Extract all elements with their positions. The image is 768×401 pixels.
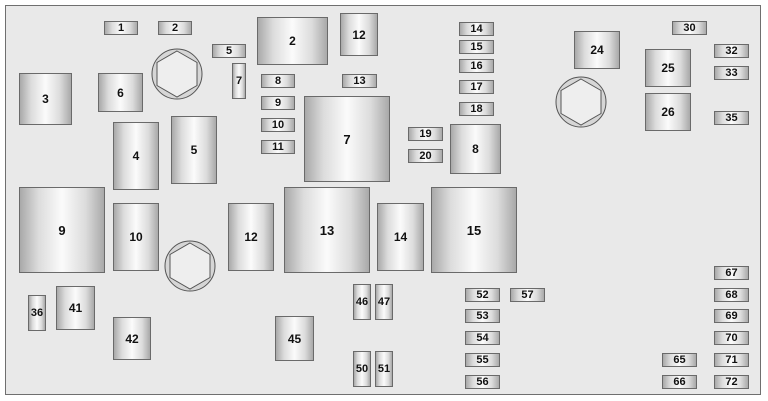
hex-bolt-icon bbox=[151, 48, 203, 100]
fuse-16: 16 bbox=[459, 59, 494, 73]
fuse-56: 56 bbox=[465, 375, 500, 389]
fuse-14: 14 bbox=[459, 22, 494, 36]
fuse-53: 53 bbox=[465, 309, 500, 323]
relay-7: 7 bbox=[304, 96, 390, 182]
relay-10: 10 bbox=[113, 203, 159, 271]
relay-36: 36 bbox=[28, 295, 46, 331]
hex-bolt-icon bbox=[164, 240, 216, 292]
fuse-67: 67 bbox=[714, 266, 749, 280]
fuse-2: 2 bbox=[158, 21, 192, 35]
fuse-65: 65 bbox=[662, 353, 697, 367]
relay-15: 15 bbox=[431, 187, 517, 273]
fuse-18: 18 bbox=[459, 102, 494, 116]
fuse-35: 35 bbox=[714, 111, 749, 125]
relay-5: 5 bbox=[171, 116, 217, 184]
relay-8: 8 bbox=[450, 124, 501, 174]
fuse-19: 19 bbox=[408, 127, 443, 141]
fuse-66: 66 bbox=[662, 375, 697, 389]
fuse-10: 10 bbox=[261, 118, 295, 132]
relay-25: 25 bbox=[645, 49, 691, 87]
fuse-55: 55 bbox=[465, 353, 500, 367]
relay-47: 47 bbox=[375, 284, 393, 320]
relay-24: 24 bbox=[574, 31, 620, 69]
relay-12: 12 bbox=[228, 203, 274, 271]
fuse-13: 13 bbox=[342, 74, 377, 88]
relay-6: 6 bbox=[98, 73, 143, 112]
relay-2: 2 bbox=[257, 17, 328, 65]
fuse-17: 17 bbox=[459, 80, 494, 94]
relay-41: 41 bbox=[56, 286, 95, 330]
relay-51: 51 bbox=[375, 351, 393, 387]
relay-9: 9 bbox=[19, 187, 105, 273]
fuse-11: 11 bbox=[261, 140, 295, 154]
relay-12-top: 12 bbox=[340, 13, 378, 56]
relay-4: 4 bbox=[113, 122, 159, 190]
hex-bolt-icon bbox=[555, 76, 607, 128]
fuse-33: 33 bbox=[714, 66, 749, 80]
fuse-7: 7 bbox=[232, 63, 246, 99]
relay-45: 45 bbox=[275, 316, 314, 361]
relay-42: 42 bbox=[113, 317, 151, 360]
fuse-20: 20 bbox=[408, 149, 443, 163]
relay-50: 50 bbox=[353, 351, 371, 387]
fuse-54: 54 bbox=[465, 331, 500, 345]
relay-26: 26 bbox=[645, 93, 691, 131]
fuse-5: 5 bbox=[212, 44, 246, 58]
fuse-15: 15 bbox=[459, 40, 494, 54]
fuse-69: 69 bbox=[714, 309, 749, 323]
fuse-30: 30 bbox=[672, 21, 707, 35]
fuse-70: 70 bbox=[714, 331, 749, 345]
fuse-71: 71 bbox=[714, 353, 749, 367]
fuse-72: 72 bbox=[714, 375, 749, 389]
fuse-57: 57 bbox=[510, 288, 545, 302]
fuse-9: 9 bbox=[261, 96, 295, 110]
fuse-68: 68 bbox=[714, 288, 749, 302]
fuse-32: 32 bbox=[714, 44, 749, 58]
fuse-8: 8 bbox=[261, 74, 295, 88]
fuse-52: 52 bbox=[465, 288, 500, 302]
relay-14: 14 bbox=[377, 203, 424, 271]
relay-3: 3 bbox=[19, 73, 72, 125]
relay-46: 46 bbox=[353, 284, 371, 320]
fuse-1: 1 bbox=[104, 21, 138, 35]
relay-13: 13 bbox=[284, 187, 370, 273]
